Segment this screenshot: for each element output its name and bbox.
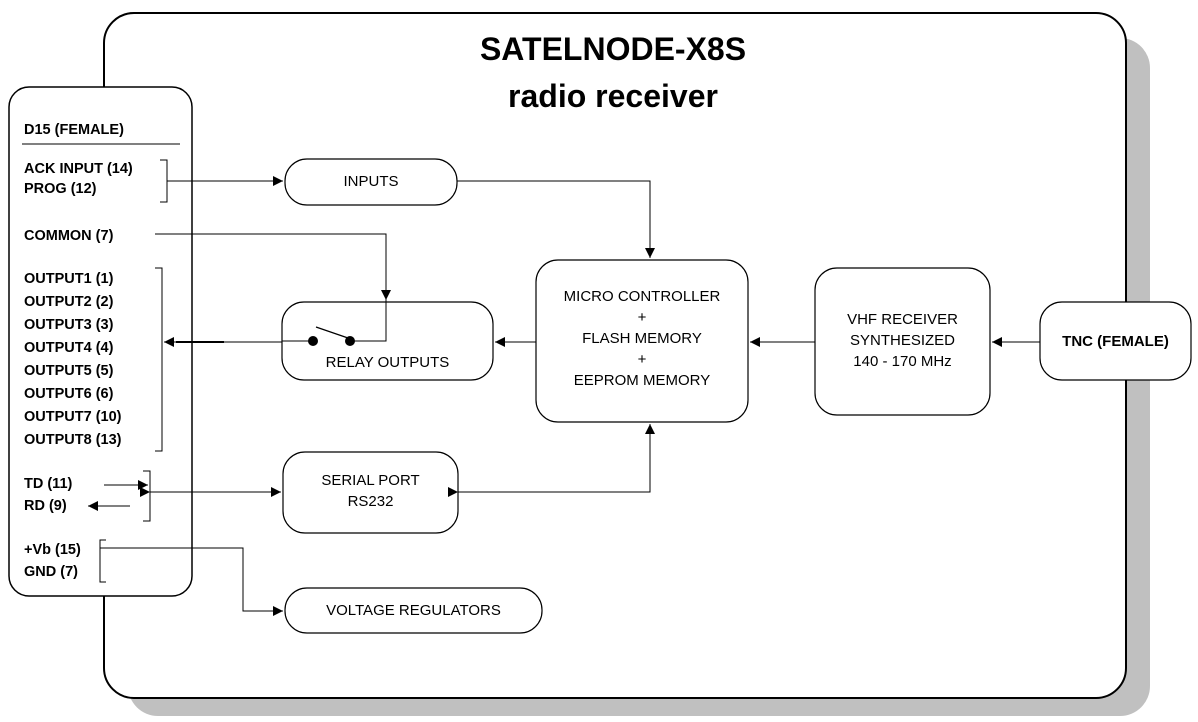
diagram-title-line1: SATELNODE-X8S [479,31,747,67]
pin-vb: +Vb (15) [24,542,81,558]
pin-output: OUTPUT8 (13) [24,432,122,448]
wire-common-to-relay [155,233,391,300]
bracket-outputs [155,267,163,452]
voltage-regulators-block [284,587,543,634]
pin-td: TD (11) [24,476,73,492]
pin-ack-input: ACK INPUT (14) [24,161,133,177]
bracket-vb-gnd [99,539,106,583]
micro-controller-block [535,259,749,423]
wire-inputs-to-micro [457,180,655,258]
inputs-block [284,158,458,206]
micro-controller-line: + [637,309,647,326]
voltage-regulators-label: VOLTAGE REGULATORS [326,602,501,619]
relay-common-lead [350,300,387,342]
pin-output: OUTPUT7 (10) [24,409,122,425]
micro-controller-line: MICRO CONTROLLER [563,288,721,305]
micro-controller-label: MICRO CONTROLLER + FLASH MEMORY + EEPROM… [536,286,748,391]
inputs-label: INPUTS [343,173,399,190]
micro-controller-line: EEPROM MEMORY [573,372,711,389]
tnc-block [1039,301,1192,381]
pin-prog: PROG (12) [24,181,97,197]
serial-port-label: SERIAL PORT RS232 [283,470,458,512]
relay-switch-arm [315,326,349,339]
pin-rd: RD (9) [24,498,67,514]
wire-power-to-regulators [100,547,283,616]
micro-controller-line: + [637,351,647,368]
micro-controller-line: FLASH MEMORY [582,330,702,347]
pin-output: OUTPUT3 (3) [24,317,114,333]
relay-outputs-label: RELAY OUTPUTS [325,354,450,371]
connector-header: D15 (FEMALE) [24,122,124,138]
tnc-label: TNC (FEMALE) [1062,333,1169,350]
pin-output: OUTPUT6 (6) [24,386,114,402]
vhf-receiver-line: 140 - 170 MHz [853,353,952,370]
vhf-receiver-label: VHF RECEIVER SYNTHESIZED 140 - 170 MHz [815,309,990,372]
vhf-receiver-line: SYNTHESIZED [849,332,955,349]
pin-gnd: GND (7) [24,564,78,580]
diagram-title-line2: radio receiver [508,78,718,114]
serial-port-line: RS232 [347,493,394,510]
pin-common: COMMON (7) [24,228,114,244]
pin-output: OUTPUT2 (2) [24,294,114,310]
pin-output: OUTPUT5 (5) [24,363,114,379]
pin-output: OUTPUT4 (4) [24,340,114,356]
wire-serial-to-micro [448,424,655,497]
pin-output: OUTPUT1 (1) [24,271,114,287]
serial-port-line: SERIAL PORT [321,472,420,489]
vhf-receiver-line: VHF RECEIVER [847,311,958,328]
